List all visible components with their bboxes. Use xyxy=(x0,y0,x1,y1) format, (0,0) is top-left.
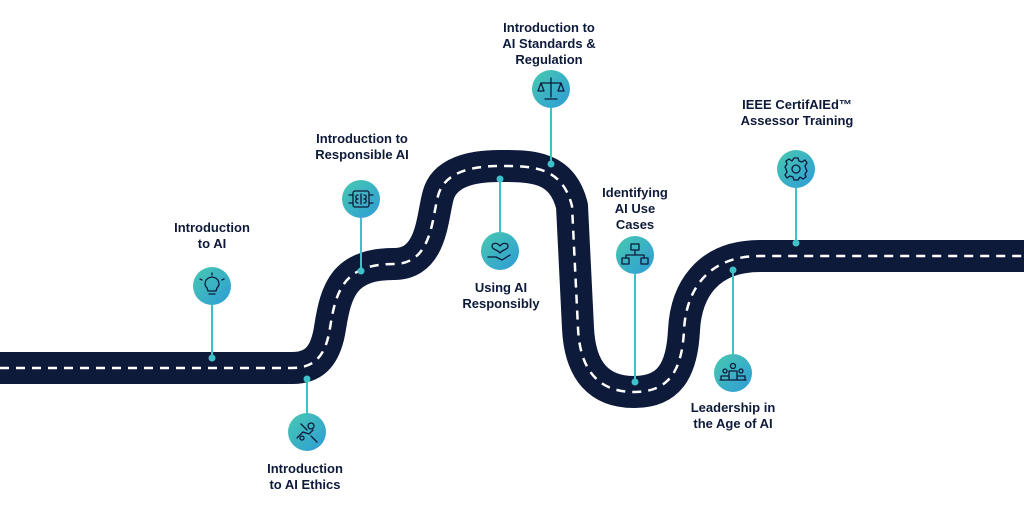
label-line: Leadership in xyxy=(690,400,776,415)
label-line: Identifying xyxy=(602,185,668,200)
label-line: IEEE CertifAIEd™ xyxy=(742,97,852,112)
road-point xyxy=(208,354,216,362)
road-centerline xyxy=(0,164,1024,394)
milestone-intro-ethics[interactable] xyxy=(288,375,326,452)
hand-ethics-icon xyxy=(296,422,318,443)
label-line: to AI xyxy=(197,236,227,251)
label-line: AI Use xyxy=(614,201,656,216)
label-leadership: Leadership in the Age of AI xyxy=(691,400,776,432)
milestone-badge xyxy=(193,267,231,305)
road-point xyxy=(547,160,555,168)
road-point xyxy=(303,375,311,383)
label-line: Cases xyxy=(615,217,655,232)
label-intro-ai: Introduction to AI xyxy=(174,220,250,252)
label-line: Responsibly xyxy=(462,296,540,311)
gear-icon xyxy=(784,157,808,181)
label-certifaied: IEEE CertifAIEd™ Assessor Training xyxy=(741,97,854,129)
label-line: Introduction xyxy=(174,220,250,235)
milestone-using-ai[interactable] xyxy=(481,175,519,271)
milestone-badge xyxy=(714,354,752,392)
road-point xyxy=(496,175,504,183)
label-line: AI Standards & xyxy=(502,36,596,51)
label-intro-responsible: Introduction to Responsible AI xyxy=(315,131,408,163)
label-line: the Age of AI xyxy=(693,416,773,431)
milestone-use-cases[interactable] xyxy=(616,236,654,386)
label-line: Introduction to xyxy=(503,20,595,35)
milestone-certifaied[interactable] xyxy=(777,150,815,247)
label-line: Introduction xyxy=(267,461,343,476)
lightbulb-icon xyxy=(199,272,225,295)
milestone-intro-responsible[interactable] xyxy=(342,180,380,275)
road-surface xyxy=(0,150,1024,408)
milestone-badge xyxy=(777,150,815,188)
label-line: to AI Ethics xyxy=(269,477,341,492)
milestone-intro-ai[interactable] xyxy=(193,267,231,362)
circuit-brain-icon xyxy=(348,190,374,208)
label-using-ai: Using AI Responsibly xyxy=(462,280,539,312)
road-point xyxy=(631,378,639,386)
milestone-standards[interactable] xyxy=(532,70,570,168)
road-point xyxy=(357,267,365,275)
road-point xyxy=(792,239,800,247)
label-line: Using AI xyxy=(474,280,528,295)
label-use-cases: Identifying AI Use Cases xyxy=(602,185,668,233)
label-line: Regulation xyxy=(515,52,583,67)
flowchart-icon xyxy=(621,243,649,265)
heart-hand-icon xyxy=(487,242,511,261)
scales-icon xyxy=(537,77,565,100)
label-standards: Introduction to AI Standards & Regulatio… xyxy=(502,20,595,68)
label-line: Introduction to xyxy=(316,131,408,146)
team-leader-icon xyxy=(719,362,747,381)
milestone-badge xyxy=(288,413,326,451)
label-intro-ethics: Introduction to AI Ethics xyxy=(267,461,343,493)
road xyxy=(0,150,1024,408)
road-point xyxy=(729,266,737,274)
label-line: Responsible AI xyxy=(315,147,409,162)
milestone-leadership[interactable] xyxy=(714,266,752,393)
milestone-badge xyxy=(481,232,519,270)
label-line: Assessor Training xyxy=(740,113,854,128)
